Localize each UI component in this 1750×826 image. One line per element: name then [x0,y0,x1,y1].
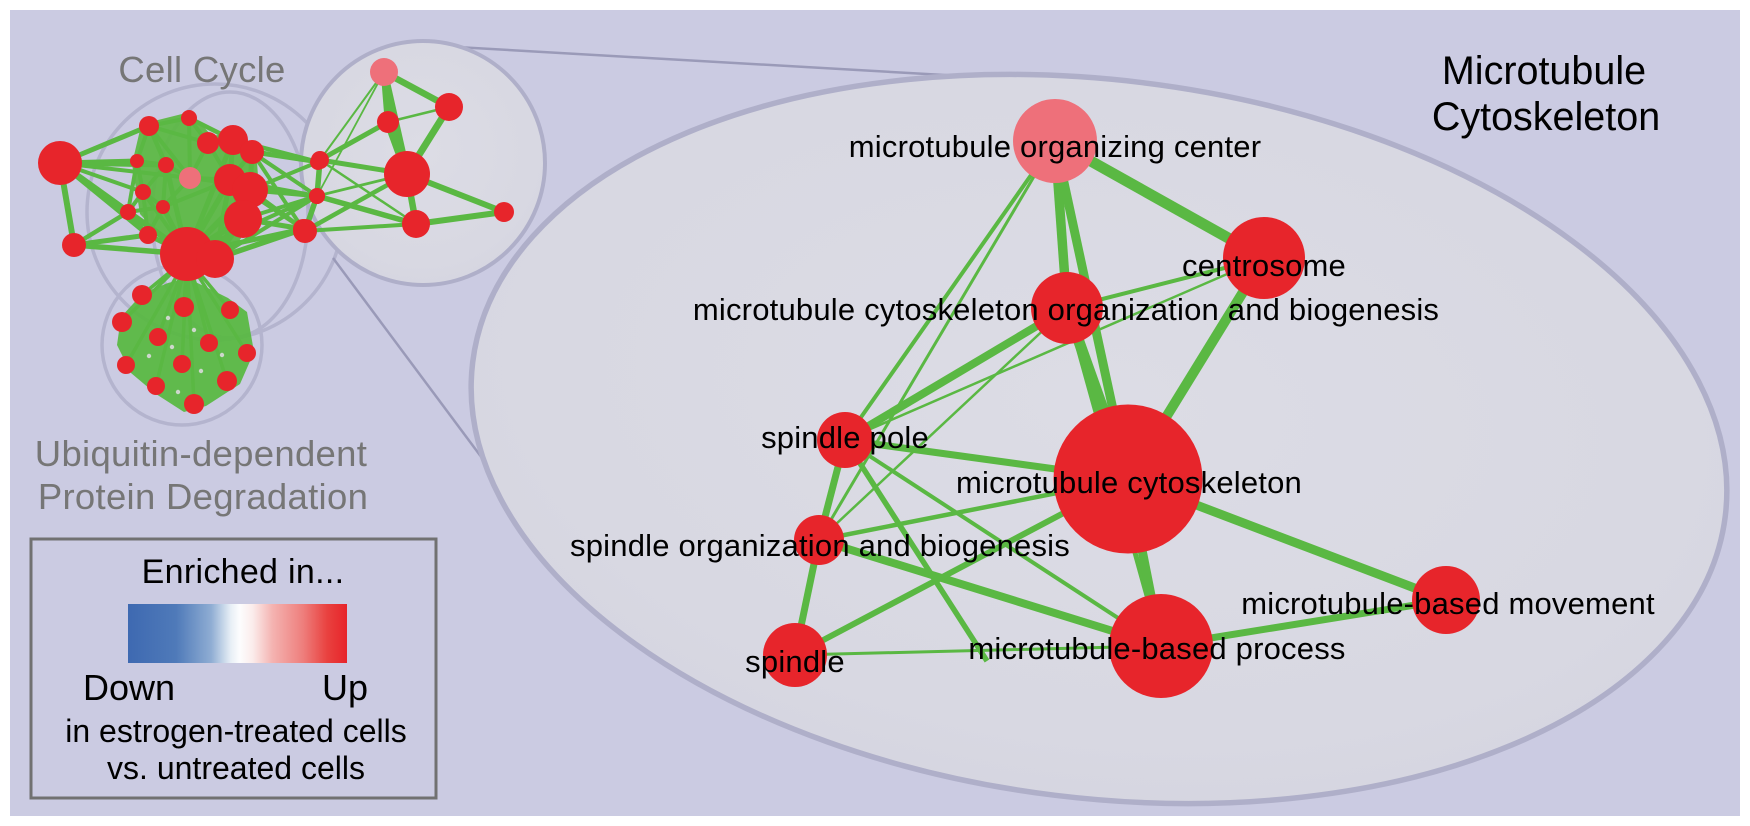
svg-text:in estrogen-treated cells: in estrogen-treated cells [65,713,407,749]
svg-text:Cytoskeleton: Cytoskeleton [1432,95,1660,139]
svg-text:microtubule organizing center: microtubule organizing center [849,129,1261,164]
svg-text:spindle organization and bioge: spindle organization and biogenesis [570,528,1070,563]
svg-text:Down: Down [83,667,175,708]
svg-text:Enriched in...: Enriched in... [142,553,345,591]
svg-text:microtubule-based movement: microtubule-based movement [1241,586,1655,621]
svg-text:Ubiquitin-dependent: Ubiquitin-dependent [35,433,367,474]
svg-text:microtubule cytoskeleton: microtubule cytoskeleton [956,465,1302,500]
svg-text:microtubule cytoskeleton organ: microtubule cytoskeleton organization an… [693,292,1439,327]
svg-text:Protein Degradation: Protein Degradation [38,476,368,517]
svg-text:centrosome: centrosome [1182,248,1346,283]
svg-text:Up: Up [322,667,368,708]
svg-text:spindle pole: spindle pole [761,420,929,455]
svg-text:vs. untreated cells: vs. untreated cells [107,750,365,786]
svg-text:spindle: spindle [745,644,845,679]
svg-text:Microtubule: Microtubule [1442,49,1646,93]
svg-text:microtubule-based process: microtubule-based process [968,631,1345,666]
svg-text:Cell Cycle: Cell Cycle [118,49,285,90]
